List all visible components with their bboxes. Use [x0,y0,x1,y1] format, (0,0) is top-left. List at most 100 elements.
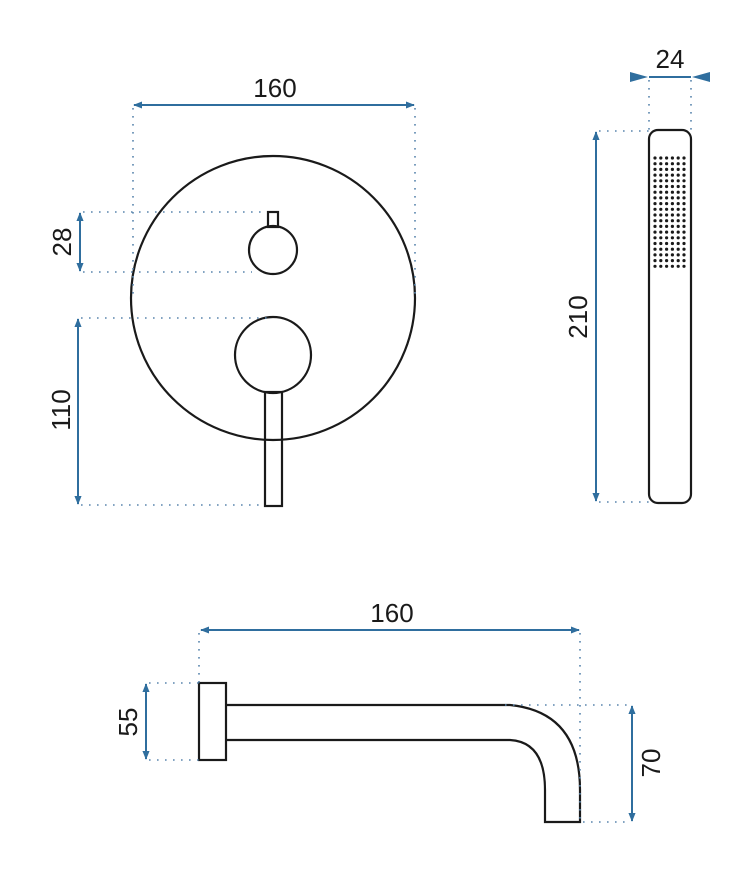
nozzle-dot [665,207,669,211]
nozzle-dot [676,162,680,166]
nozzle-dot [682,213,686,217]
nozzle-dot [653,190,657,194]
nozzle-dot [665,184,669,189]
nozzle-dot [653,259,657,263]
nozzle-dot [676,173,680,177]
nozzle-dot [670,162,675,166]
nozzle-dot [670,190,675,194]
dimension-label: 160 [370,598,413,628]
nozzle-dot [665,213,669,217]
nozzle-dot [665,179,669,183]
nozzle-dot [653,253,657,257]
diverter-knob [247,224,299,276]
spout-side-view [197,681,582,824]
nozzle-dot [676,184,680,189]
nozzle-dot [659,196,663,200]
nozzle-dot [653,202,657,206]
nozzle-dot [682,230,686,234]
nozzle-dot [682,190,686,194]
nozzle-dot [653,167,657,171]
nozzle-dot [653,224,657,228]
nozzle-dot [670,207,675,211]
nozzle-dot [659,179,663,183]
nozzle-dot [682,236,686,240]
nozzle-dot [665,202,669,206]
diverter-pin [266,210,280,229]
nozzle-dot [653,236,657,240]
nozzle-dot [682,253,686,257]
nozzle-dot [670,264,675,268]
nozzle-dot [653,179,657,183]
nozzle-dot [676,207,680,211]
nozzle-dot [653,162,657,166]
nozzle-dot [653,247,657,251]
nozzle-dot [682,202,686,206]
nozzle-dot [670,224,675,228]
nozzle-dot [659,156,663,160]
nozzle-dot [676,253,680,257]
nozzle-dot [682,259,686,263]
nozzle-dot [682,264,686,268]
nozzle-dot [665,236,669,240]
handshower-body [647,128,693,505]
nozzle-dot [659,162,663,166]
nozzle-dot [676,247,680,251]
nozzle-dot [659,184,663,189]
nozzle-dot [676,213,680,217]
nozzle-dot [676,230,680,234]
nozzle-dot [670,213,675,217]
nozzle-dot [670,184,675,189]
dimension-label: 55 [113,708,143,737]
nozzle-dot [653,241,657,246]
nozzle-dot [659,247,663,251]
nozzle-dot [670,156,675,160]
nozzle-dot [676,241,680,246]
nozzle-dot [670,179,675,183]
nozzle-dot [665,241,669,246]
nozzle-dot [670,202,675,206]
nozzle-dot [653,184,657,189]
nozzle-dot [653,213,657,217]
dimension-label: 70 [636,749,666,778]
nozzle-dot [670,241,675,246]
dimension-label: 160 [253,73,296,103]
nozzle-dot [682,241,686,246]
nozzle-dot [676,236,680,240]
nozzle-dot [682,219,686,223]
nozzle-dot [659,224,663,228]
nozzle-dot [653,230,657,234]
handshower-view [647,128,693,505]
nozzle-dot [659,213,663,217]
nozzle-dot [665,219,669,223]
nozzle-dot [682,162,686,166]
nozzle-dot [670,259,675,263]
nozzle-dot [670,167,675,171]
nozzle-dot [653,207,657,211]
nozzle-dot [653,173,657,177]
nozzle-dot [659,173,663,177]
nozzle-dot [653,156,657,160]
spout-dimensions: 160 55 70 [113,598,666,823]
nozzle-dot [665,156,669,160]
mixer-front-view [129,154,417,508]
nozzle-dot [665,190,669,194]
nozzle-dot [665,224,669,228]
dimension-label: 210 [563,295,593,338]
nozzle-dot [665,173,669,177]
nozzle-dot [670,253,675,257]
nozzle-dot [676,219,680,223]
nozzle-dot [676,179,680,183]
nozzle-dot [670,219,675,223]
mixer-lever [263,390,284,508]
nozzle-dot [659,259,663,263]
dimension-label: 24 [656,44,685,74]
dimension-label: 110 [46,389,76,430]
nozzle-dot [676,264,680,268]
nozzle-dot [653,196,657,200]
nozzle-dot [659,264,663,268]
mixer-knob [233,315,313,395]
nozzle-dot [659,253,663,257]
nozzle-dot [676,259,680,263]
nozzle-dot [665,162,669,166]
